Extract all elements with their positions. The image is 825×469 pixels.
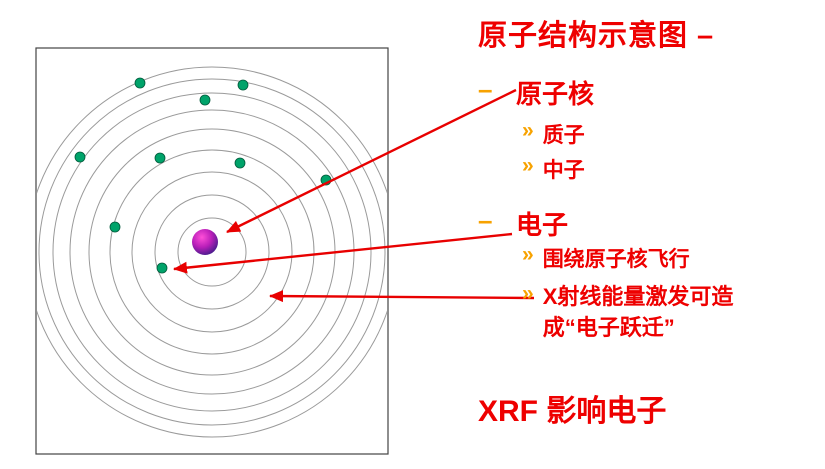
sub-item-proton: » 质子 bbox=[522, 119, 585, 149]
arrow-to-electron bbox=[173, 232, 513, 274]
electron-dot bbox=[234, 157, 246, 169]
sub-item-xray-excitation: » X射线能量激发可造成“电子跃迁” bbox=[522, 282, 751, 344]
nucleus bbox=[192, 229, 218, 255]
slide-title: 原子结构示意图 – bbox=[478, 20, 715, 52]
sub-item-neutron: » 中子 bbox=[522, 154, 585, 184]
orbit-ring bbox=[37, 66, 387, 438]
orbit-ring bbox=[131, 171, 293, 333]
electron-dot bbox=[156, 262, 168, 274]
annotation-arrows bbox=[173, 88, 535, 303]
chevron-bullet-icon: » bbox=[522, 119, 534, 142]
sub-item-label: 围绕原子核飞行 bbox=[542, 248, 690, 271]
orbit-ring bbox=[177, 217, 247, 287]
electron-dot bbox=[74, 151, 86, 163]
orbit-ring bbox=[69, 109, 355, 395]
section-electron: – 电子 bbox=[478, 205, 568, 242]
electron-dot bbox=[109, 221, 121, 233]
sub-item-label: 中子 bbox=[542, 159, 585, 182]
dash-bullet-icon: – bbox=[478, 74, 493, 104]
arrow-to-nucleus bbox=[226, 88, 517, 234]
sub-item-label: X射线能量激发可造成“电子跃迁” bbox=[542, 284, 734, 340]
footer-text: XRF 影响电子 bbox=[478, 395, 667, 428]
chevron-bullet-icon: » bbox=[522, 154, 534, 177]
sub-item-orbiting: » 围绕原子核飞行 bbox=[522, 243, 690, 273]
section-nucleus: – 原子核 bbox=[478, 74, 594, 111]
dash-bullet-icon: – bbox=[478, 205, 493, 235]
arrow-to-orbit bbox=[269, 290, 535, 303]
chevron-bullet-icon: » bbox=[522, 282, 534, 305]
orbit-ring bbox=[38, 78, 386, 426]
electron-dot bbox=[199, 94, 211, 106]
sub-item-label: 质子 bbox=[542, 124, 585, 147]
section-label: 电子 bbox=[516, 210, 569, 240]
chevron-bullet-icon: » bbox=[522, 243, 534, 266]
electron-dot bbox=[237, 79, 249, 91]
orbit-ring bbox=[154, 194, 270, 310]
orbit-ring bbox=[52, 92, 372, 412]
electron-dot bbox=[154, 152, 166, 164]
electrons bbox=[74, 77, 332, 274]
electron-dot bbox=[134, 77, 146, 89]
section-label: 原子核 bbox=[516, 79, 595, 109]
orbit-ring bbox=[109, 149, 315, 355]
